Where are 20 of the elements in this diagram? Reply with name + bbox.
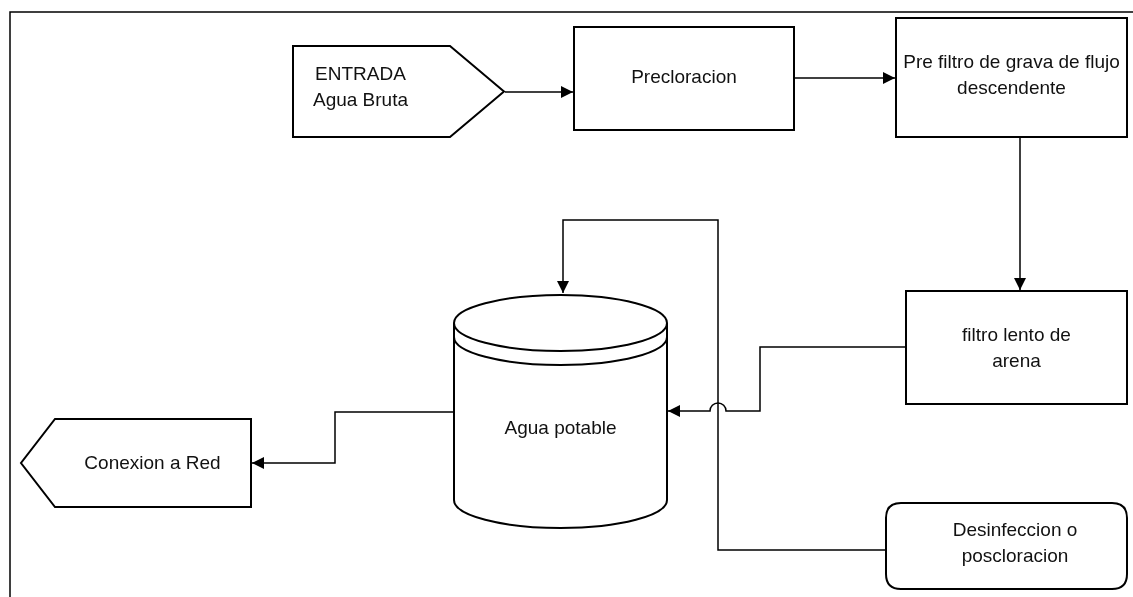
node-label: Precloracion [630,65,738,89]
process-box [885,502,1128,590]
arrow [504,86,574,98]
node-label: Desinfeccion o poscloracion [951,518,1079,568]
process-box [905,290,1128,405]
output-pentagon [20,418,252,508]
node-label: Pre filtro de grava de flujo descendente [902,50,1121,100]
arrow [794,72,896,84]
storage-cylinder [453,293,668,530]
arrow [667,346,906,417]
arrow [251,411,454,469]
process-box [895,17,1128,138]
node-label: Conexion a Red [83,451,222,475]
arrow [557,219,886,551]
arrow [1014,137,1026,291]
node-label: filtro lento de arena [961,323,1072,373]
input-pentagon [292,45,505,138]
process-box [573,26,795,131]
node-label: ENTRADA Agua Bruta [311,62,410,112]
node-label: Agua potable [503,416,618,440]
